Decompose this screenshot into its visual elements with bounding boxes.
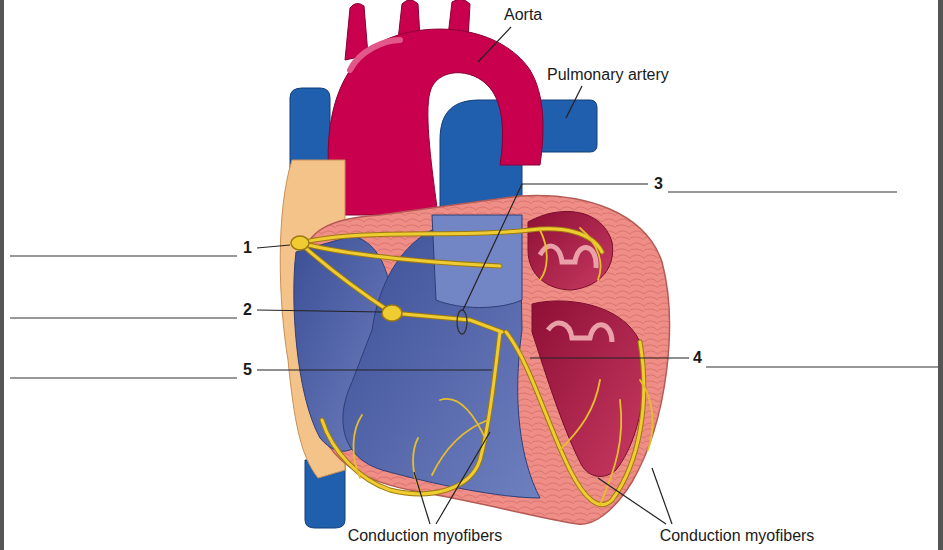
av-node [382, 305, 402, 321]
aortic-valve [548, 323, 612, 342]
part-label: Aorta [502, 6, 544, 24]
callout-number: 4 [691, 349, 704, 367]
leader-line [414, 472, 430, 524]
leader-line [463, 184, 648, 310]
av-bundle [392, 313, 502, 332]
frame-edge [938, 0, 943, 550]
av-bundle [392, 313, 502, 332]
leader-line [530, 357, 689, 358]
answer-line [668, 191, 897, 192]
myofiber [640, 380, 653, 450]
sa-node [291, 236, 309, 250]
part-label: Conduction myofibers [658, 527, 817, 545]
leader-line [257, 245, 290, 248]
myofiber [353, 415, 362, 478]
leader-line [652, 468, 672, 524]
mitral-valve [540, 246, 596, 268]
myofiber [560, 380, 600, 450]
callout-number: 1 [241, 239, 254, 257]
part-label: Pulmonary artery [545, 66, 671, 84]
right-bundle-branch [322, 332, 500, 494]
leader-line [257, 369, 492, 370]
leader-line [436, 432, 490, 524]
bundle-marker [457, 310, 467, 334]
interatrial-tract [300, 229, 602, 252]
myofiber [540, 230, 547, 280]
internodal-tract [300, 243, 500, 266]
myofiber [600, 400, 621, 505]
answer-line [706, 366, 938, 367]
frame-edge [0, 0, 4, 550]
aorta-highlight [350, 40, 400, 70]
callout-number: 2 [241, 301, 254, 319]
myofiber [580, 228, 601, 280]
right-bundle-branch [322, 332, 500, 494]
leader-line [598, 478, 666, 524]
answer-lines [10, 192, 938, 378]
left-ventricle [532, 301, 644, 476]
part-label: Conduction myofibers [346, 527, 505, 545]
myofiber [413, 438, 420, 490]
leader-line [257, 310, 382, 312]
conduction-myofiber-lines [353, 228, 652, 505]
callout-number: 3 [652, 175, 665, 193]
internodal-tract [300, 243, 500, 266]
myofiber [440, 399, 486, 440]
leader-lines [257, 27, 689, 524]
leader-line [566, 86, 582, 118]
aorta [328, 29, 543, 215]
answer-line [10, 255, 237, 256]
interatrial-tract [300, 229, 602, 252]
callout-number: 5 [241, 361, 254, 379]
answer-line [10, 377, 237, 378]
leader-line [478, 27, 511, 62]
answer-line [10, 317, 237, 318]
